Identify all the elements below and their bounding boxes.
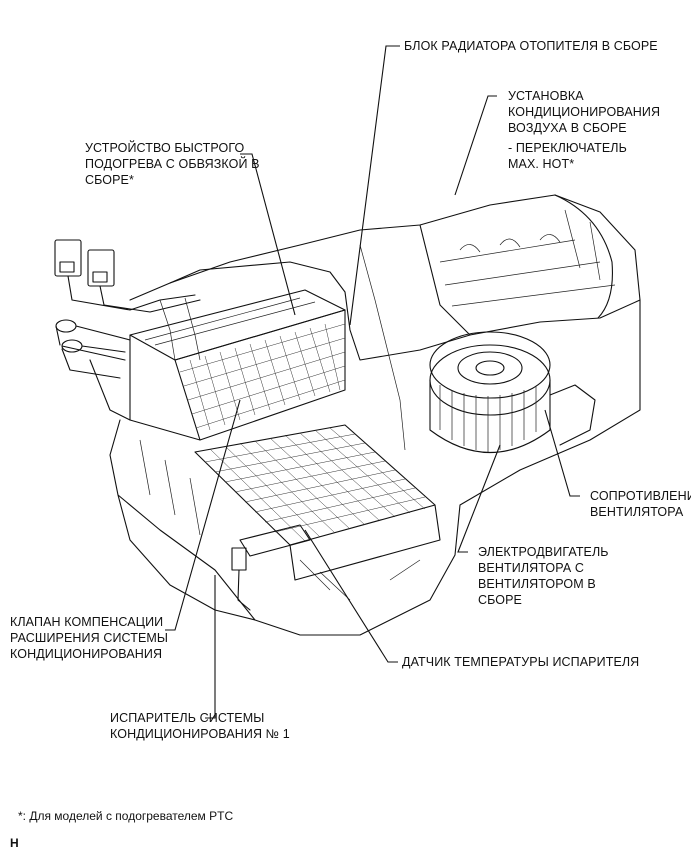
housing-outline xyxy=(109,194,641,636)
blower-fan xyxy=(429,331,596,454)
label-quick-heater: УСТРОЙСТВО БЫСТРОГО ПОДОГРЕВА С ОБВЯЗКОЙ… xyxy=(85,141,260,187)
evaporator xyxy=(194,424,441,611)
refrigerant-pipes xyxy=(55,319,131,421)
label-evaporator: ИСПАРИТЕЛЬ СИСТЕМЫ КОНДИЦИОНИРОВАНИЯ № 1 xyxy=(110,711,290,741)
heater-radiator xyxy=(129,289,346,441)
quick-heater-connectors xyxy=(54,239,201,361)
label-heater-radiator: БЛОК РАДИАТОРА ОТОПИТЕЛЯ В СБОРЕ xyxy=(404,39,658,53)
label-expansion-valve: КЛАПАН КОМПЕНСАЦИИ РАСШИРЕНИЯ СИСТЕМЫ КО… xyxy=(10,615,169,661)
label-blower-motor: ЭЛЕКТРОДВИГАТЕЛЬ ВЕНТИЛЯТОРА С ВЕНТИЛЯТО… xyxy=(478,545,609,607)
figure-code: H xyxy=(10,836,19,850)
label-max-hot-switch: - ПЕРЕКЛЮЧАТЕЛЬ MAX. HOT* xyxy=(508,141,627,171)
label-evaporator-sensor: ДАТЧИК ТЕМПЕРАТУРЫ ИСПАРИТЕЛЯ xyxy=(402,655,640,669)
leader-lines xyxy=(165,45,580,719)
label-blower-resistor: СОПРОТИВЛЕНИЕ ВЕНТИЛЯТОРА xyxy=(590,489,691,519)
footnote: *: Для моделей с подогревателем PTC xyxy=(18,809,234,823)
label-ac-unit: УСТАНОВКА КОНДИЦИОНИРОВАНИЯ ВОЗДУХА В СБ… xyxy=(508,89,661,135)
